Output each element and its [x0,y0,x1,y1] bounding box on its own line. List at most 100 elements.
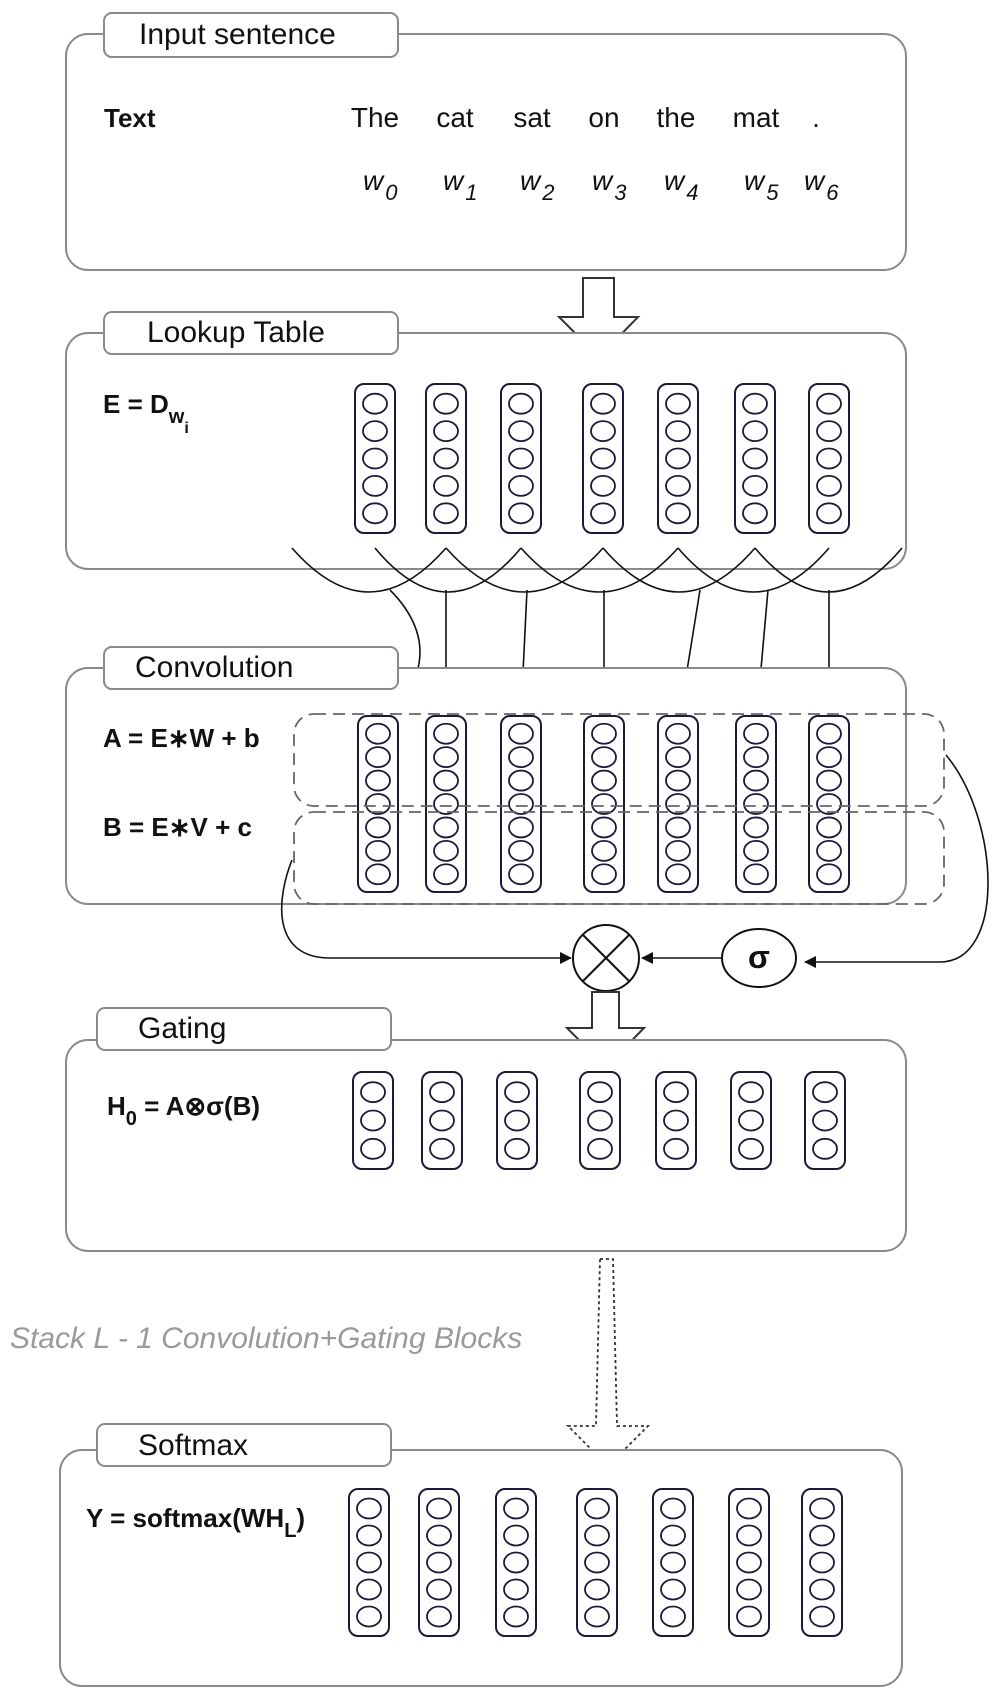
vector-unit [816,392,842,415]
gating-panel [65,1039,907,1252]
vector-unit [665,816,691,839]
vector-column [425,383,467,534]
softmax-vectors [348,1488,843,1637]
vector-unit [503,1578,529,1601]
word-token: the [657,102,696,133]
vector-column [730,1071,772,1170]
vector-unit [591,839,617,862]
vector-unit [665,769,691,792]
vector-column [652,1488,694,1637]
vector-unit [587,1081,613,1104]
vector-unit [812,1081,838,1104]
vector-unit [590,502,616,525]
vector-unit [742,420,768,443]
vector-unit [508,863,534,886]
vector-unit [504,1081,530,1104]
vector-unit [503,1524,529,1547]
vector-column [657,383,699,534]
vector-column [728,1488,770,1637]
vector-column [801,1488,843,1637]
input-sentence-panel [65,33,907,271]
vector-unit [738,1081,764,1104]
vector-unit [362,392,388,415]
vector-unit [809,1524,835,1547]
softmax-formula: Y = softmax(WHL) [86,1503,305,1542]
convolution-formula-b: B = E∗V + c [103,812,252,842]
conv-window-arc [520,547,679,593]
vector-column [352,1071,394,1170]
vector-unit [356,1551,382,1574]
gating-block: Gating H0 = A⊗σ(B) [65,1007,907,1252]
conv-window-arc [602,547,756,593]
convolution-block: Convolution A = E∗W + b B = E∗V + c [65,646,945,905]
gating-title: Gating [138,1012,226,1045]
vector-unit [365,839,391,862]
vector-unit [743,816,769,839]
vector-unit [742,474,768,497]
vector-unit [663,1081,689,1104]
vector-unit [365,793,391,815]
vector-unit [665,746,691,769]
vector-unit [584,1497,610,1520]
vector-unit [362,447,388,470]
vector-unit [660,1605,686,1628]
vector-unit [584,1551,610,1574]
vector-unit [426,1551,452,1574]
vector-unit [433,769,459,792]
convolution-vectors [357,715,850,893]
vector-unit [590,447,616,470]
word-symbol: w3 [592,165,627,205]
vector-unit [665,474,691,497]
vector-unit [584,1578,610,1601]
vector-unit [508,420,534,443]
vector-unit [508,502,534,525]
vector-unit [591,769,617,792]
vector-unit [665,447,691,470]
vector-unit [591,793,617,815]
vector-unit [433,746,459,769]
vector-unit [809,1605,835,1628]
lookup-table-tab [103,311,399,355]
vector-column [808,715,850,893]
stack-note: Stack L - 1 Convolution+Gating Blocks [10,1322,522,1355]
gating-operations: σ [280,754,989,992]
vector-unit [433,502,459,525]
vector-unit [660,1524,686,1547]
vector-column [576,1488,618,1637]
vector-column [425,715,467,893]
b-path-arrow [280,859,572,964]
vector-unit [433,839,459,862]
vector-unit [433,392,459,415]
vector-unit [356,1605,382,1628]
vector-unit [590,392,616,415]
softmax-tab [96,1423,392,1467]
word-token: on [588,102,619,133]
embedding-vectors [354,383,850,534]
vector-unit [665,793,691,815]
vector-unit [365,746,391,769]
vector-unit [365,863,391,886]
vector-unit [665,392,691,415]
vector-unit [362,420,388,443]
sigmoid-node [721,928,797,988]
vector-unit [742,447,768,470]
vector-unit [665,722,691,745]
lookup-table-title: Lookup Table [147,316,325,349]
lookup-table-panel [65,332,907,570]
vector-unit [587,1137,613,1160]
vector-column [583,715,625,893]
vector-unit [433,722,459,745]
vector-unit [816,863,842,886]
vector-unit [816,474,842,497]
vector-unit [508,722,534,745]
vector-unit [591,816,617,839]
group-b-dashed-box [293,811,945,905]
vector-unit [736,1497,762,1520]
vector-unit [508,839,534,862]
vector-unit [362,474,388,497]
vector-unit [591,746,617,769]
word-symbol: w6 [804,165,839,205]
word-token: sat [513,102,551,133]
